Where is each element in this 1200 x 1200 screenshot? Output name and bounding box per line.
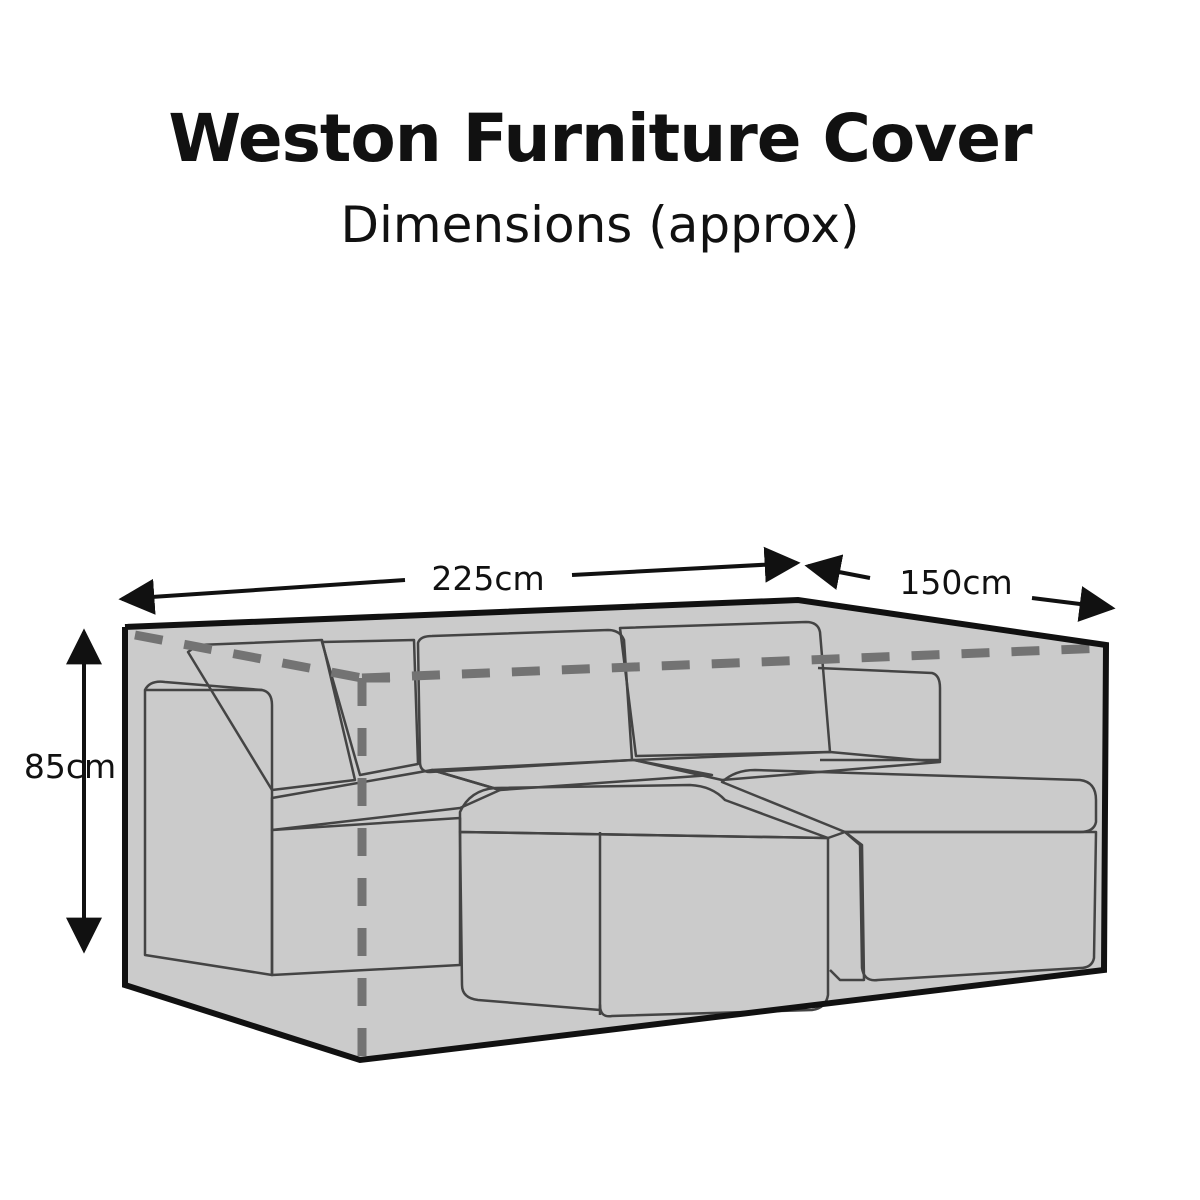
width-label: 225cm bbox=[431, 559, 544, 598]
seat-middle bbox=[430, 758, 714, 792]
right-arm bbox=[817, 666, 942, 762]
depth-arrow-right bbox=[1031, 586, 1116, 622]
side-cushion bbox=[320, 638, 420, 777]
width-arrow-right bbox=[571, 546, 801, 583]
diagram-title: Weston Furniture Cover bbox=[168, 100, 1032, 177]
depth-arrow-left bbox=[804, 554, 871, 590]
seat-left bbox=[270, 768, 502, 832]
sofa-base bbox=[270, 816, 462, 977]
sofa-furniture bbox=[143, 620, 1098, 1018]
hidden-rear-edge bbox=[361, 643, 1105, 683]
hidden-back-top-edge bbox=[134, 630, 363, 683]
width-arrow-left bbox=[118, 578, 406, 615]
diagram-subtitle: Dimensions (approx) bbox=[340, 196, 860, 254]
cover-outline bbox=[122, 596, 1110, 1064]
left-arm-top bbox=[143, 680, 263, 692]
back-cushion-right bbox=[618, 620, 832, 758]
footstool-left-side bbox=[827, 830, 866, 982]
seat-right bbox=[632, 750, 942, 782]
height-label: 85cm bbox=[24, 747, 116, 786]
hidden-edges bbox=[134, 630, 1105, 1060]
dimension-arrows bbox=[66, 546, 1116, 954]
ottoman-top bbox=[458, 783, 830, 840]
depth-label: 150cm bbox=[899, 563, 1012, 602]
